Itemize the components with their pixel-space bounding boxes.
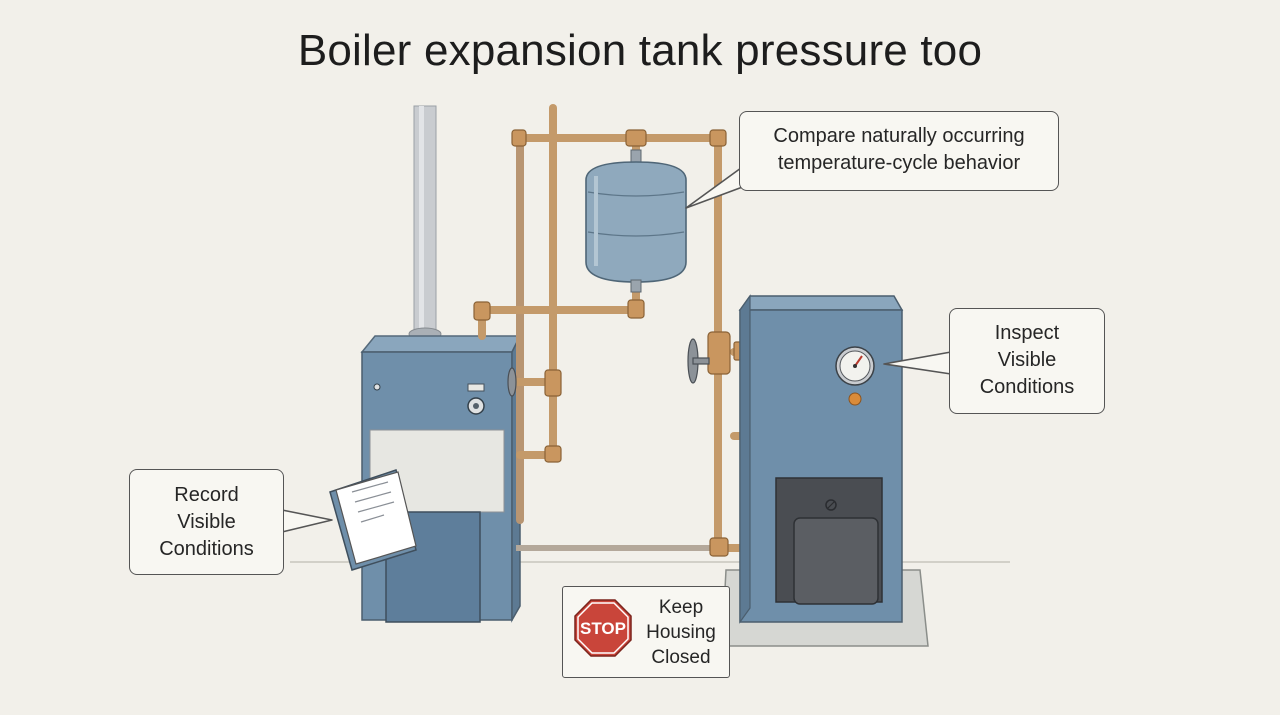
compare-pointer <box>685 167 757 209</box>
pressure-gauge-icon <box>835 346 875 386</box>
clipboard-icon <box>329 469 417 571</box>
right-boiler <box>721 294 929 647</box>
record-line-1: Record <box>174 484 239 506</box>
callout-pointers <box>281 167 952 533</box>
expansion-tank-icon <box>585 149 687 293</box>
keep-housing-closed-sign: STOP Keep Housing Closed <box>562 586 730 678</box>
record-conditions-callout: Record Visible Conditions <box>129 469 284 575</box>
inspect-conditions-callout: Inspect Visible Conditions <box>949 308 1105 414</box>
page-title: Boiler expansion tank pressure too <box>297 26 983 75</box>
stop-sign-icon: STOP <box>574 599 632 657</box>
inspect-line-1: Inspect <box>994 322 1060 344</box>
compare-line-1: Compare naturally occurring <box>773 125 1025 147</box>
compare-line-2: temperature-cycle behavior <box>777 152 1021 174</box>
stop-line-2: Housing <box>646 622 716 643</box>
record-line-3: Conditions <box>159 538 254 560</box>
inspect-line-2: Visible <box>997 349 1057 371</box>
inspect-line-3: Conditions <box>979 376 1075 398</box>
stop-line-1: Keep <box>658 597 704 618</box>
compare-behavior-callout: Compare naturally occurring temperature-… <box>739 111 1059 191</box>
stop-line-3: Closed <box>651 647 711 668</box>
stop-word: STOP <box>580 619 626 638</box>
flue-pipe <box>408 105 442 341</box>
record-pointer <box>281 509 333 533</box>
stop-sign-text: Keep Housing Closed <box>635 595 727 670</box>
inspect-pointer <box>883 351 952 375</box>
record-line-2: Visible <box>177 511 236 533</box>
